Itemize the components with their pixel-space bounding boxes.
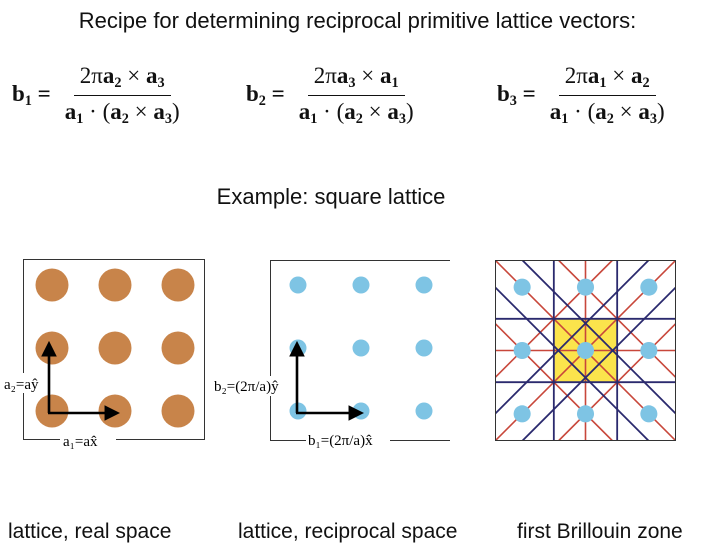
formula-lhs: b1 = bbox=[12, 80, 51, 109]
lattice-point bbox=[640, 278, 658, 296]
formula-b1: b1 = 2πa2 × a3 a1 · (a2 × a3) bbox=[12, 60, 186, 130]
lattice-point bbox=[513, 278, 531, 296]
formula-numerator: 2πa3 × a1 bbox=[307, 63, 405, 96]
lattice-point bbox=[640, 341, 658, 360]
formula-denominator: a1 · (a2 × a3) bbox=[64, 98, 180, 127]
lattice-point bbox=[352, 402, 370, 420]
lattice-point bbox=[415, 402, 433, 420]
lattice-point bbox=[640, 405, 658, 423]
b2-label: b₂=(2π/a)ŷ bbox=[214, 379, 279, 395]
formula-b3: b3 = 2πa1 × a2 a1 · (a2 × a3) bbox=[497, 60, 671, 130]
formula-denominator: a1 · (a2 × a3) bbox=[549, 98, 665, 127]
lattice-point bbox=[513, 341, 531, 360]
lattice-point bbox=[161, 394, 195, 428]
formula-denominator: a1 · (a2 × a3) bbox=[298, 98, 414, 127]
page-title: Recipe for determining reciprocal primit… bbox=[78, 8, 637, 33]
lattice-point bbox=[98, 331, 132, 365]
reciprocal-lattice-panel: b₂=(2π/a)ŷ b₁=(2π/a)x̂ bbox=[213, 260, 450, 451]
formula-fraction: 2πa1 × a2 a1 · (a2 × a3) bbox=[544, 63, 671, 128]
formula-numerator: 2πa2 × a3 bbox=[73, 63, 171, 96]
formula-lhs: b2 = bbox=[246, 80, 285, 109]
frame bbox=[495, 260, 676, 441]
lattice-point bbox=[415, 339, 433, 357]
a1-label: a₁=ax̂ bbox=[63, 434, 98, 450]
real-space-lattice-panel: a₂=aŷ a₁=ax̂ bbox=[3, 259, 205, 451]
caption-reciprocal-space: lattice, reciprocal space bbox=[238, 520, 458, 543]
brillouin-zone-panel bbox=[495, 260, 676, 441]
b1-label: b₁=(2π/a)x̂ bbox=[308, 433, 373, 449]
example-heading: Example: square lattice bbox=[216, 184, 446, 209]
lattice-point bbox=[35, 268, 69, 302]
lattice-point bbox=[352, 276, 370, 294]
lattice-point bbox=[35, 394, 69, 428]
lattice-point bbox=[161, 331, 195, 365]
real-lattice-points bbox=[35, 268, 195, 428]
bisector-lines bbox=[495, 260, 676, 441]
reciprocal-lattice-points bbox=[289, 276, 433, 420]
lattice-point bbox=[352, 339, 370, 357]
lattice-point bbox=[98, 394, 132, 428]
caption-real-space: lattice, real space bbox=[8, 520, 172, 543]
formula-fraction: 2πa2 × a3 a1 · (a2 × a3) bbox=[59, 63, 186, 128]
formula-fraction: 2πa3 × a1 a1 · (a2 × a3) bbox=[293, 63, 420, 128]
brillouin-lattice-points bbox=[513, 278, 658, 423]
caption-brillouin-zone: first Brillouin zone bbox=[517, 520, 683, 543]
a2-label: a₂=aŷ bbox=[4, 377, 39, 393]
lattice-point bbox=[289, 276, 307, 294]
lattice-point bbox=[98, 268, 132, 302]
lattice-point bbox=[513, 405, 531, 423]
lattice-point bbox=[576, 341, 595, 360]
lattice-point bbox=[35, 331, 69, 365]
formula-lhs: b3 = bbox=[497, 80, 536, 109]
formula-numerator: 2πa1 × a2 bbox=[558, 63, 656, 96]
formula-b2: b2 = 2πa3 × a1 a1 · (a2 × a3) bbox=[246, 60, 420, 130]
lattice-point bbox=[415, 276, 433, 294]
lattice-point bbox=[576, 405, 595, 423]
lattice-point bbox=[576, 278, 595, 296]
lattice-point bbox=[161, 268, 195, 302]
